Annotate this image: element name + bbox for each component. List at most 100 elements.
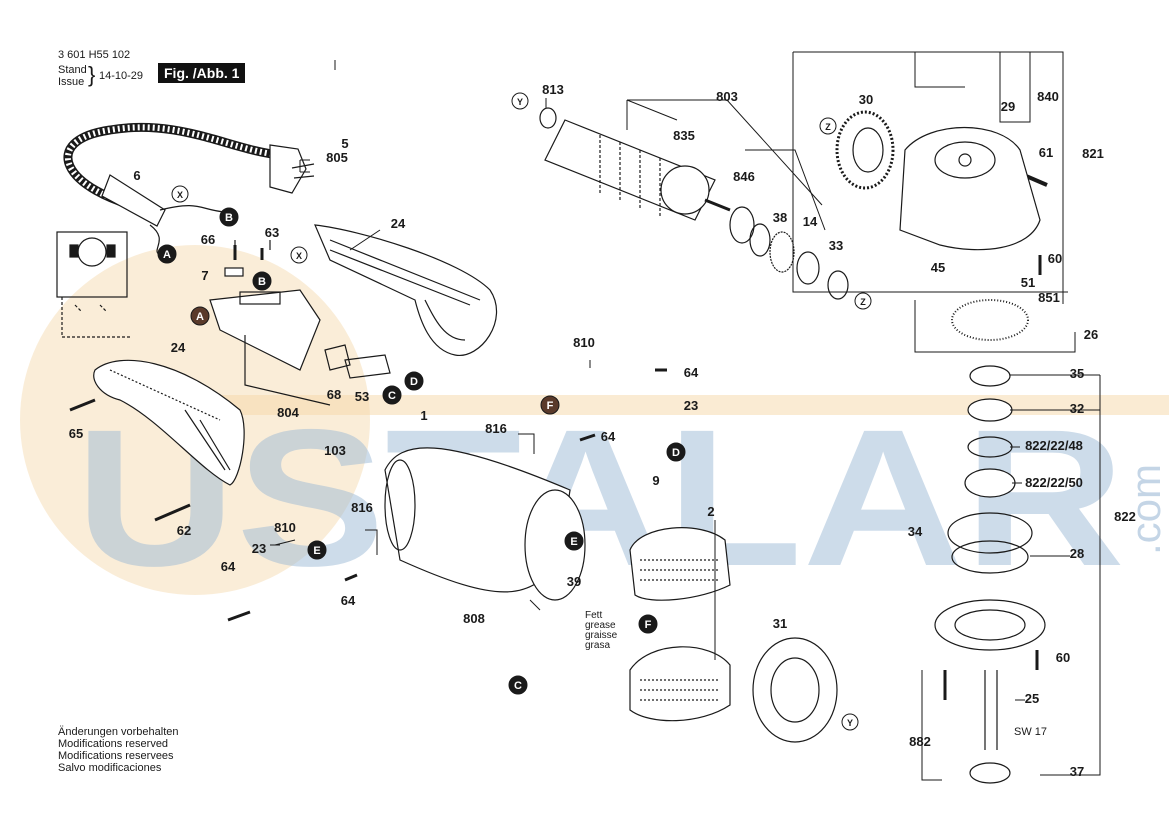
part-label-26: 26 xyxy=(1084,327,1098,342)
part-label-813: 813 xyxy=(542,82,564,97)
wiring-schematic xyxy=(56,231,132,338)
connector-letter: A xyxy=(196,311,204,323)
part-label-64: 64 xyxy=(684,365,699,380)
part-label-64-repeat: 64 xyxy=(601,429,616,444)
armature-rotor xyxy=(544,119,731,221)
part-label-38: 38 xyxy=(773,210,787,225)
connector-letter: C xyxy=(388,390,396,402)
connector-badge-y: Y xyxy=(511,92,529,110)
part-label-51: 51 xyxy=(1021,275,1035,290)
connector-badge-z: Z xyxy=(819,117,837,135)
part-label-60-repeat: 60 xyxy=(1056,650,1070,665)
connector-letter: C xyxy=(514,680,522,692)
connector-badge-b: B xyxy=(252,271,272,291)
part-label-35: 35 xyxy=(1070,366,1084,381)
connector-letter: B xyxy=(225,212,233,224)
field-coil-upper xyxy=(629,527,731,601)
part-label-62: 62 xyxy=(177,523,191,538)
part-label-24-repeat: 24 xyxy=(171,340,186,355)
grease-de: Fett xyxy=(585,610,603,621)
part-label-103: 103 xyxy=(324,443,346,458)
part-label-1: 1 xyxy=(420,408,427,423)
connector-letter: Z xyxy=(825,122,831,132)
part-label-64-repeat: 64 xyxy=(221,559,236,574)
grease-note: Fett grease graisse grasa xyxy=(585,611,617,651)
connector-letter: A xyxy=(163,249,171,261)
connector-badge-z: Z xyxy=(854,292,872,310)
part-label-835: 835 xyxy=(673,128,695,143)
part-label-23: 23 xyxy=(684,398,698,413)
connector-badge-a: A xyxy=(157,244,177,264)
part-label-846: 846 xyxy=(733,169,755,184)
handle-lower xyxy=(93,359,245,486)
modifications-note: Änderungen vorbehalten Modifications res… xyxy=(58,726,178,774)
connector-badge-d: D xyxy=(666,442,686,462)
part-label-816: 816 xyxy=(485,421,507,436)
part-label-68: 68 xyxy=(327,387,341,402)
end-shield-ring xyxy=(752,637,838,743)
part-label-6: 6 xyxy=(133,168,140,183)
part-label-821: 821 xyxy=(1082,146,1104,161)
bevel-gear xyxy=(835,110,895,190)
connector-badge-b: B xyxy=(219,207,239,227)
part-label-810-repeat: 810 xyxy=(274,520,296,535)
connector-letter: Y xyxy=(847,718,853,728)
connector-badge-c: C xyxy=(508,675,528,695)
connector-badge-f: F xyxy=(638,614,658,634)
stand-label: Stand xyxy=(58,64,87,76)
part-label-9: 9 xyxy=(652,473,659,488)
part-label-28: 28 xyxy=(1070,546,1084,561)
part-label-805: 805 xyxy=(326,150,348,165)
part-label-816-repeat: 816 xyxy=(351,500,373,515)
spindle-stack xyxy=(934,299,1046,784)
gear-housing xyxy=(899,127,1041,251)
handle-shell-upper xyxy=(314,224,497,356)
field-coil-lower xyxy=(629,646,731,722)
part-label-34: 34 xyxy=(908,524,923,539)
connector-badge-d: D xyxy=(404,371,424,391)
part-label-882: 882 xyxy=(909,734,931,749)
part-label-64-repeat: 64 xyxy=(341,593,356,608)
part-label-61: 61 xyxy=(1039,145,1053,160)
connector-badge-y: Y xyxy=(841,713,859,731)
part-label-29: 29 xyxy=(1001,99,1015,114)
connector-letter: X xyxy=(296,251,302,261)
part-label-804: 804 xyxy=(277,405,299,420)
connector-letter: B xyxy=(258,276,266,288)
part-label-66: 66 xyxy=(201,232,215,247)
connector-badge-e: E xyxy=(564,531,584,551)
grease-en: grease xyxy=(585,620,616,631)
brace-icon: } xyxy=(88,62,96,87)
part-label-822-22-50: 822/22/50 xyxy=(1025,475,1083,490)
connector-letter: X xyxy=(177,190,183,200)
part-label-2: 2 xyxy=(707,504,714,519)
part-label-14: 14 xyxy=(803,214,818,229)
part-label-808: 808 xyxy=(463,611,485,626)
part-label-60: 60 xyxy=(1048,251,1062,266)
part-label-33: 33 xyxy=(829,238,843,253)
connector-letter: Y xyxy=(517,97,523,107)
doc-number: 3 601 H55 102 xyxy=(58,49,131,61)
modifications-es: Salvo modificaciones xyxy=(58,762,162,774)
issue-date: 14-10-29 xyxy=(99,70,144,82)
connector-badge-f: F xyxy=(540,395,560,415)
connector-letter: F xyxy=(645,619,652,631)
leader-lines xyxy=(270,51,1101,781)
connector-badge-c: C xyxy=(382,385,402,405)
part-label-810: 810 xyxy=(573,335,595,350)
switch-assembly xyxy=(209,240,391,406)
wrench-size-label: SW 17 xyxy=(1014,726,1048,738)
part-label-32: 32 xyxy=(1070,401,1084,416)
part-label-23-repeat: 23 xyxy=(252,541,266,556)
grease-fr: graisse xyxy=(585,630,618,641)
part-label-822: 822 xyxy=(1114,509,1136,524)
part-label-25: 25 xyxy=(1025,691,1039,706)
connector-letter: E xyxy=(313,545,320,557)
part-label-65: 65 xyxy=(69,426,83,441)
part-label-31: 31 xyxy=(773,616,787,631)
part-label-24: 24 xyxy=(391,216,406,231)
modifications-en: Modifications reserved xyxy=(58,738,169,750)
part-label-37: 37 xyxy=(1070,764,1084,779)
